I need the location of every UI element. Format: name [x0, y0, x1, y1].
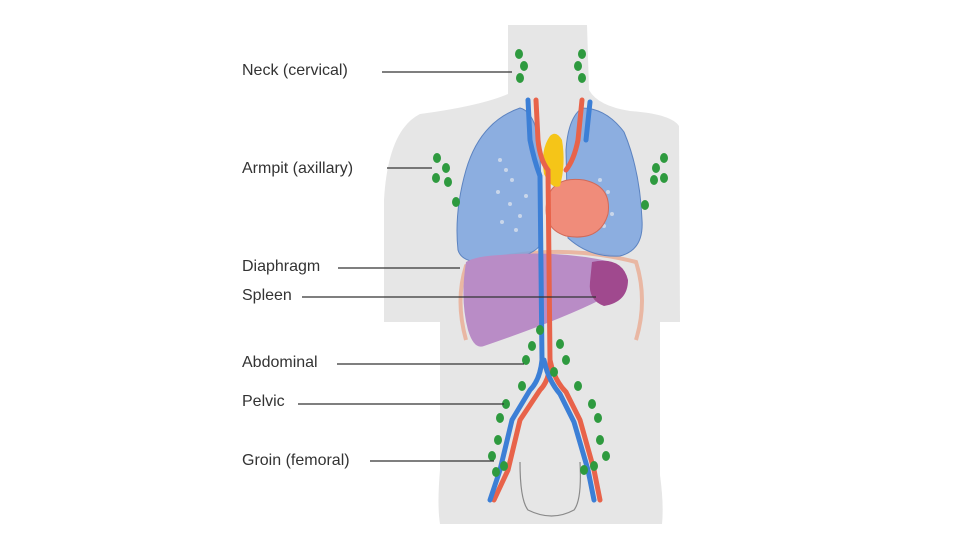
label-armpit: Armpit (axillary): [242, 160, 354, 177]
spleen-organ: [589, 260, 628, 306]
veins: [487, 97, 597, 503]
label-abdominal: Abdominal: [242, 354, 318, 371]
label-pelvic: Pelvic: [242, 393, 285, 410]
label-neck: Neck (cervical): [242, 62, 348, 79]
label-groin: Groin (femoral): [242, 452, 350, 469]
lymph-nodes: [432, 49, 668, 477]
label-spleen: Spleen: [242, 287, 292, 304]
arteries: [491, 97, 603, 503]
heart: [545, 178, 609, 238]
leader-lines: [298, 71, 596, 462]
liver: [463, 253, 613, 347]
groin-outline: [519, 461, 581, 517]
bronchi: [496, 158, 614, 232]
label-diaphragm: Diaphragm: [242, 258, 321, 275]
